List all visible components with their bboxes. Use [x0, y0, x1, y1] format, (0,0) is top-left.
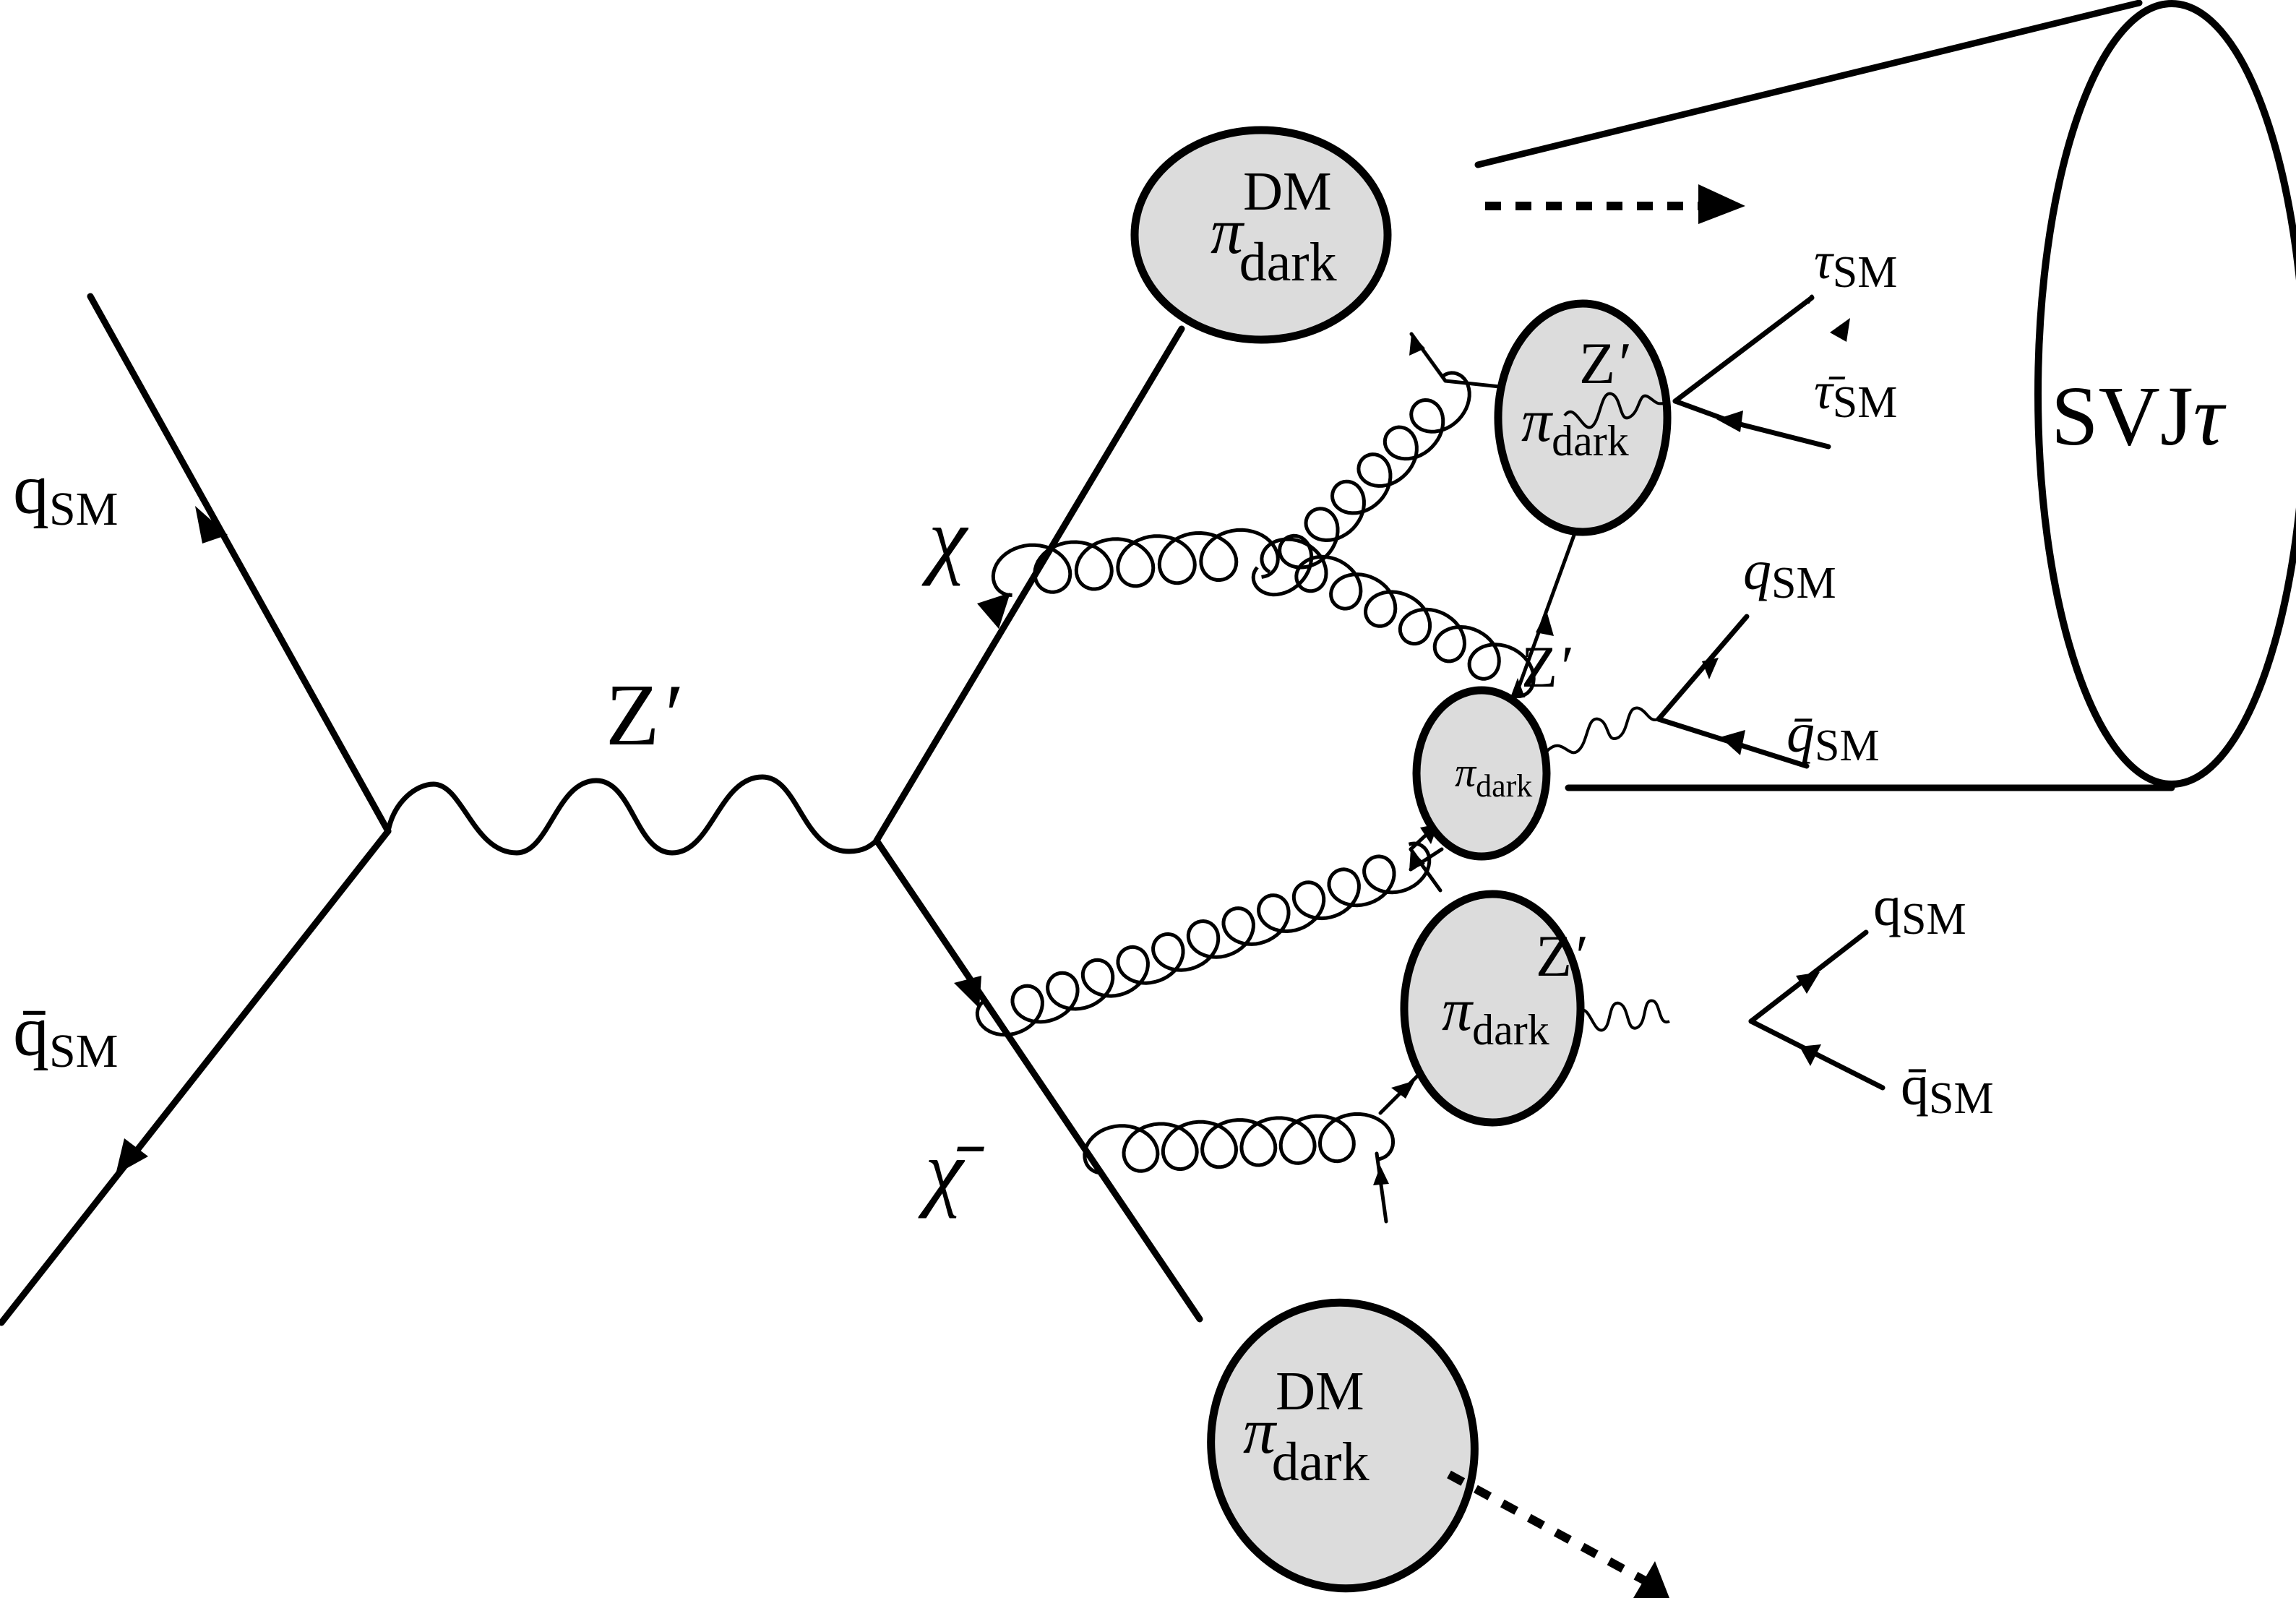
q-low-label: qSM: [1873, 875, 1966, 944]
arrow-icon: [1830, 318, 1850, 342]
gluon-to-middle-pion: [1260, 537, 1536, 698]
incoming-quark-line: [87, 293, 392, 835]
dark-pion-middle: πdark: [1412, 686, 1551, 861]
z-prime-tau-propagator: [1563, 392, 1664, 429]
z-prime-main-label: Z′: [606, 666, 681, 764]
invisible-track-bottom: [1447, 1470, 1664, 1594]
arrow-icon: [1720, 730, 1745, 755]
qbar-mid-label: q̄SM: [1787, 701, 1880, 770]
dark-pion-lower: πdark: [1400, 890, 1585, 1127]
svg-text:πdark: πdark: [1442, 976, 1549, 1054]
jet-cone-upper-edge: [1474, 0, 2143, 168]
arrow-icon: [1796, 972, 1820, 994]
arrow-icon: [1536, 611, 1554, 636]
arrow-icon: [1409, 849, 1425, 871]
z-prime-q-low-propagator: [1580, 999, 1670, 1032]
gluon-chi-horizontal: [991, 528, 1280, 597]
arrow-icon: [954, 976, 981, 1008]
antitau-line: [1732, 420, 1831, 450]
dark-quark-label: χ: [921, 490, 969, 586]
z-prime-q-low-label: Z′: [1536, 923, 1586, 989]
q-mid-line: [1656, 614, 1750, 722]
jet-cone: SVJτ: [1474, 0, 2296, 791]
svg-text:πdark: πdark: [1455, 749, 1532, 804]
antitau-label: τ̄SM: [1814, 362, 1897, 427]
jet-cone-opening: [2034, 0, 2296, 788]
tau-line: [1672, 295, 1815, 404]
arrow-icon: [1716, 411, 1743, 432]
z-prime-q-mid-label: Z′: [1521, 634, 1571, 700]
tau-label: τSM: [1814, 232, 1897, 297]
arrow-icon: [1702, 658, 1719, 679]
dark-antiquark-label: χ̄: [918, 1122, 985, 1219]
qbar-low-label: q̄SM: [1901, 1054, 1994, 1123]
arrow-icon: [1698, 184, 1745, 224]
gluon-lines: [975, 371, 1536, 1175]
arrow-icon: [1373, 1166, 1389, 1185]
incoming-antiquark-label: q̄SM: [13, 991, 118, 1078]
jet-label: SVJτ: [2051, 369, 2227, 463]
qbar-low-line: [1748, 1018, 1886, 1091]
dark-pion-upper: πdark: [1494, 299, 1672, 536]
z-prime-q-mid-propagator: [1545, 706, 1659, 755]
arrow-icon: [116, 1138, 148, 1174]
dark-antiquark-line: [873, 837, 1203, 1323]
svg-text:πdark: πdark: [1521, 387, 1629, 465]
gluon-chibar-to-middle-pion: [975, 841, 1432, 1037]
z-prime-propagator: [385, 774, 879, 856]
arrow-icon: [977, 593, 1010, 629]
arrow-icon: [1409, 334, 1425, 356]
incoming-quark-label: qSM: [13, 449, 118, 536]
arrow-icon: [195, 506, 228, 544]
gluon-chibar-to-lower: [1083, 1112, 1396, 1175]
dark-quark-line: [873, 325, 1185, 844]
arrow-icon: [1800, 1044, 1821, 1066]
arrow-icon: [1633, 1561, 1669, 1598]
incoming-antiquark-line: [0, 828, 392, 1326]
q-mid-label: qSM: [1743, 538, 1836, 608]
arrow-icon: [1510, 678, 1525, 697]
z-prime-tau-label: Z′: [1579, 330, 1629, 396]
arrow-icon: [1391, 1081, 1415, 1099]
gluon-to-upper-pion: [1251, 371, 1471, 597]
